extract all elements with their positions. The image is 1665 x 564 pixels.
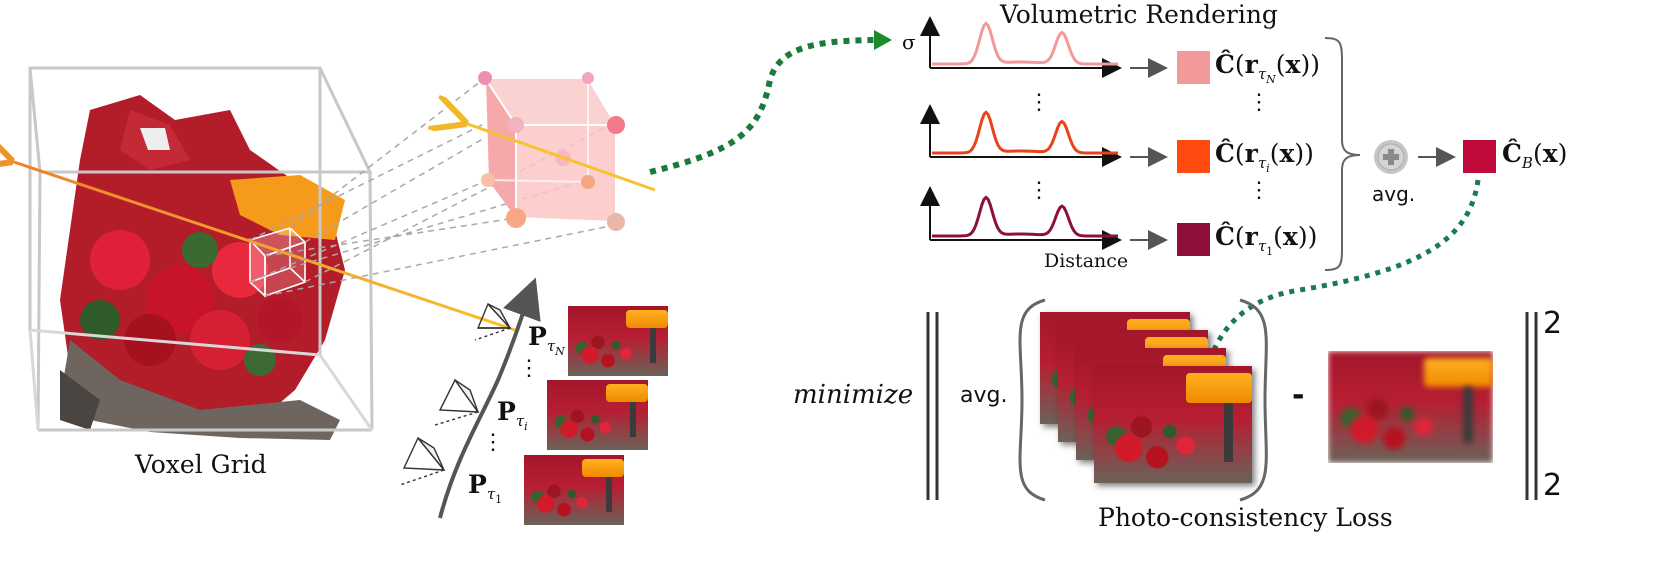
camera-frustum-icon bbox=[474, 302, 512, 341]
color-swatch-blended bbox=[1463, 140, 1496, 173]
pose-label-tauN: PτN bbox=[528, 322, 565, 358]
avg-plus-label: avg. bbox=[1372, 182, 1416, 206]
green-arrow-to-render bbox=[649, 37, 886, 175]
rendered-color-tauN: Ĉ(rτN(x)) bbox=[1215, 50, 1320, 86]
norm-subscript: 2 bbox=[1543, 468, 1563, 503]
pose-label-tau1: Pτ1 bbox=[468, 470, 503, 506]
captured-image-tauN bbox=[568, 306, 668, 376]
sum-brace bbox=[1324, 37, 1361, 271]
color-swatch-bot bbox=[1177, 223, 1210, 256]
voxel-grid-box bbox=[28, 66, 374, 432]
sigma-axis-label: σ bbox=[902, 30, 916, 54]
ellipsis-pose-2: ⋮ bbox=[482, 430, 504, 455]
distance-axis-label: Distance bbox=[1044, 250, 1129, 272]
photo-consistency-loss-label: Photo-consistency Loss bbox=[1098, 503, 1393, 532]
camera-frustum-icon bbox=[399, 436, 446, 486]
density-curve-bot bbox=[932, 195, 1118, 238]
cube-corner-samples bbox=[478, 71, 625, 231]
color-swatch-mid bbox=[1177, 140, 1210, 173]
ellipsis-pose-1: ⋮ bbox=[518, 356, 540, 381]
rendered-color-taui: Ĉ(rτi(x)) bbox=[1215, 139, 1314, 175]
avg-loss-label: avg. bbox=[960, 383, 1008, 408]
density-curve-mid bbox=[932, 110, 1118, 155]
blurry-observed-image bbox=[1328, 351, 1493, 463]
voxel-zoom-lines bbox=[249, 77, 616, 297]
plus-circle-icon bbox=[1374, 140, 1408, 174]
pose-label-taui: Pτi bbox=[497, 397, 528, 433]
minus-sign: - bbox=[1292, 378, 1305, 413]
color-swatch-top bbox=[1177, 51, 1210, 84]
voxel-grid-label: Voxel Grid bbox=[135, 450, 267, 479]
norm-bars bbox=[926, 312, 1538, 500]
minimize-label: minimize bbox=[793, 380, 914, 410]
ellipsis-color-2: ⋮ bbox=[1248, 178, 1270, 203]
zoomed-voxel-cube bbox=[462, 71, 656, 231]
rendered-image-4 bbox=[1094, 366, 1252, 483]
camera-ray-left bbox=[8, 160, 516, 332]
volumetric-rendering-title: Volumetric Rendering bbox=[1000, 0, 1278, 29]
green-arrowhead-top bbox=[874, 30, 892, 50]
ellipsis-plot-1: ⋮ bbox=[1028, 90, 1050, 115]
ellipsis-color-1: ⋮ bbox=[1248, 90, 1270, 115]
rendered-color-tau1: Ĉ(rτ1(x)) bbox=[1215, 222, 1318, 258]
captured-image-taui bbox=[547, 380, 648, 450]
captured-image-tau1 bbox=[524, 455, 624, 525]
camera-trajectory bbox=[399, 277, 541, 519]
density-curve-top bbox=[932, 21, 1118, 66]
camera-frustum-icon bbox=[434, 378, 480, 426]
density-plots bbox=[920, 16, 1168, 250]
trajectory-curve bbox=[438, 277, 541, 519]
camera-ray-cube bbox=[462, 122, 656, 192]
point-cloud bbox=[60, 95, 345, 440]
voxel-grid-figure bbox=[8, 66, 516, 440]
ellipsis-plot-2: ⋮ bbox=[1028, 178, 1050, 203]
avg-parentheses bbox=[1018, 298, 1268, 502]
blended-color-label: ĈB(x) bbox=[1502, 139, 1568, 172]
norm-exponent: 2 bbox=[1543, 306, 1563, 341]
